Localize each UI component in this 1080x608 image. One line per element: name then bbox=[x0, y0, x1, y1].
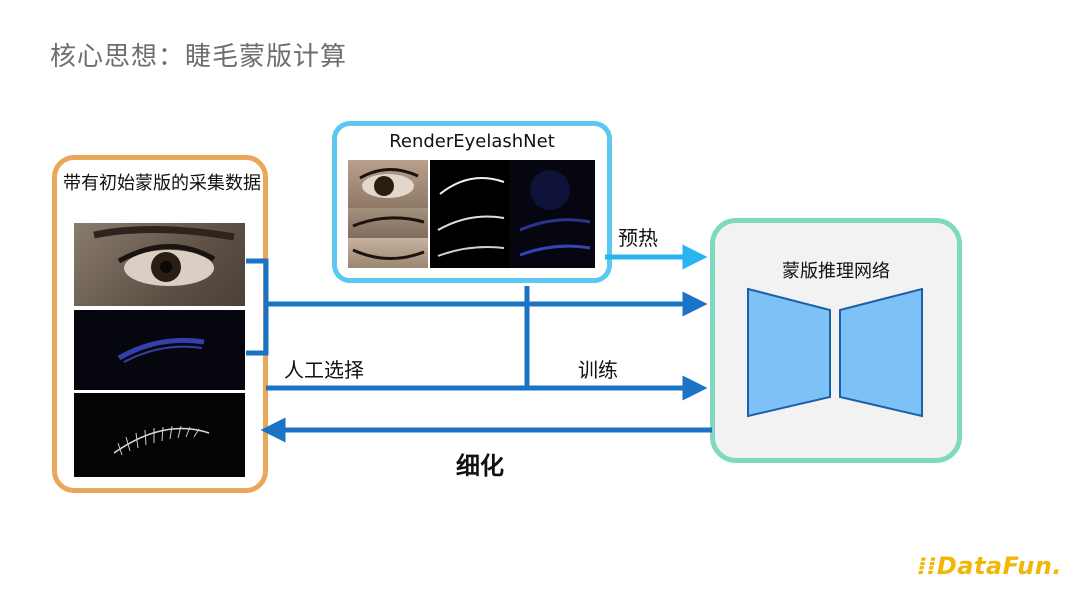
logo-text: DataFun. bbox=[936, 552, 1062, 580]
blue-mask-image bbox=[74, 310, 245, 390]
render-eye-photo-3 bbox=[348, 238, 428, 268]
white-lash-mask-image bbox=[74, 393, 245, 477]
decoder-trapezoid bbox=[839, 287, 923, 418]
page-title: 核心思想：睫毛蒙版计算 bbox=[50, 42, 348, 72]
datafun-logo: ⁞⁞DataFun. bbox=[918, 552, 1062, 580]
captured-data-title: 带有初始蒙版的采集数据 bbox=[63, 173, 261, 194]
selection-bracket bbox=[246, 258, 269, 356]
eye-photo bbox=[74, 223, 245, 306]
render-eye-photo-2 bbox=[348, 208, 428, 238]
refine-label: 细化 bbox=[456, 452, 504, 480]
logo-mark-icon: ⁞⁞ bbox=[917, 552, 937, 580]
train-label: 训练 bbox=[578, 358, 618, 382]
render-eye-photo-1 bbox=[348, 160, 428, 208]
mask-inference-network-title: 蒙版推理网络 bbox=[782, 261, 890, 282]
render-white-masks bbox=[430, 160, 510, 268]
render-eyelash-net-title: RenderEyelashNet bbox=[389, 131, 555, 152]
preheat-label: 预热 bbox=[618, 226, 658, 250]
render-blue-masks bbox=[510, 160, 595, 268]
encoder-trapezoid bbox=[747, 287, 831, 418]
manual-select-label: 人工选择 bbox=[284, 358, 364, 382]
